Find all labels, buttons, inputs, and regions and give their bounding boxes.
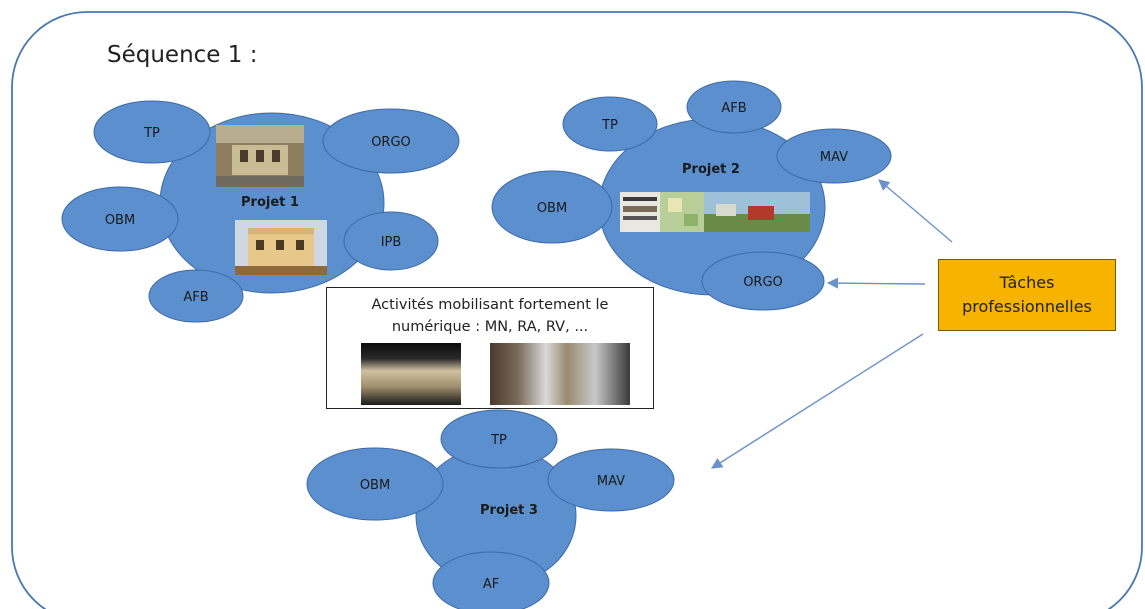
project-2-label: Projet 2	[682, 162, 740, 177]
satellite-label: MAV	[820, 150, 848, 165]
satellite-label: AFB	[183, 290, 208, 305]
arrow-to-orgo	[826, 277, 926, 289]
sequence-title: Séquence 1 :	[107, 42, 258, 68]
activities-photo-model	[361, 343, 461, 405]
satellite-bubble	[701, 251, 825, 311]
satellite-bubble	[776, 128, 892, 184]
project-1-group: TP ORGO OBM IPB AFB Projet 1	[61, 100, 460, 323]
satellite-bubble	[547, 448, 675, 512]
satellite-label: IPB	[381, 235, 402, 250]
satellite-bubble	[93, 100, 211, 164]
project-2-group: AFB TP MAV OBM ORGO Projet 2	[491, 80, 892, 311]
satellite-label: OBM	[360, 478, 390, 493]
activities-line-1: Activités mobilisant fortement le	[371, 297, 609, 313]
satellite-label: OBM	[537, 201, 567, 216]
satellite-bubble	[148, 269, 244, 323]
satellite-label: OBM	[105, 213, 135, 228]
arrow-to-projet3	[711, 333, 924, 469]
sequence-frame	[11, 11, 1143, 609]
satellite-bubble	[562, 96, 658, 152]
satellite-bubble	[686, 80, 782, 134]
project-1-photo-top	[216, 125, 304, 187]
activities-text: Activités mobilisant fortement le numéri…	[327, 294, 653, 338]
satellite-bubble	[432, 551, 550, 609]
satellite-bubble	[61, 186, 179, 252]
satellite-bubble	[322, 108, 460, 174]
satellite-label: TP	[490, 433, 507, 448]
project-1-label: Projet 1	[241, 195, 299, 210]
satellite-label: MAV	[597, 474, 625, 489]
project-2-photos	[620, 192, 810, 232]
satellite-label: AFB	[721, 101, 746, 116]
satellite-bubble	[343, 211, 439, 271]
satellite-bubble	[306, 447, 444, 521]
satellite-bubble	[440, 409, 558, 469]
satellite-label: AF	[483, 577, 499, 592]
taches-line-2: professionnelles	[962, 297, 1092, 316]
activities-line-2: numérique : MN, RA, RV, ...	[391, 319, 589, 335]
activities-box: Activités mobilisant fortement le numéri…	[326, 287, 654, 409]
satellite-label: TP	[143, 126, 160, 141]
project-1-photo-bottom	[235, 220, 327, 275]
satellite-bubble	[491, 170, 613, 244]
satellite-label: ORGO	[743, 275, 783, 290]
project-3-label: Projet 3	[480, 503, 538, 518]
taches-line-1: Tâches	[999, 273, 1055, 292]
satellite-label: TP	[601, 118, 618, 133]
arrow-to-mav	[878, 179, 953, 243]
satellite-label: ORGO	[371, 135, 411, 150]
activities-photo-interior	[490, 343, 630, 405]
project-3-group: TP OBM MAV AF Projet 3	[306, 409, 675, 609]
taches-professionnelles-box: Tâches professionnelles	[938, 259, 1116, 331]
